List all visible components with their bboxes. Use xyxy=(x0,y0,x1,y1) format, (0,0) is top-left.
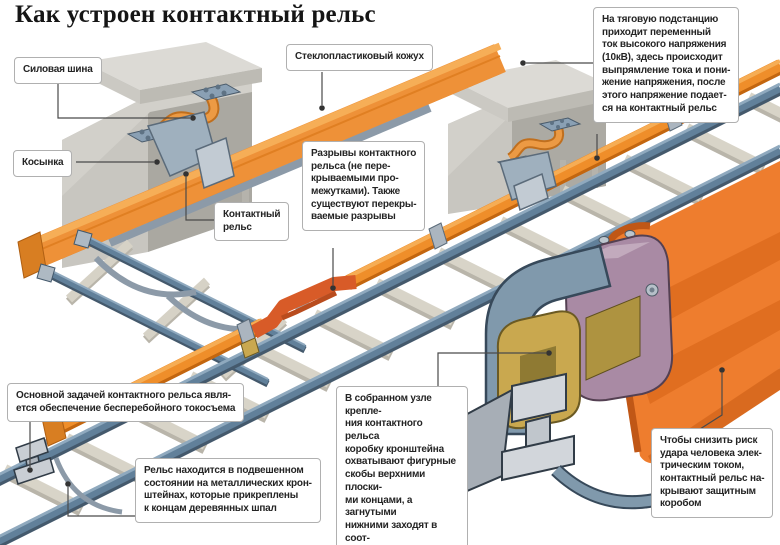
insulator-rear xyxy=(585,295,641,381)
power-bus-strap-b xyxy=(496,117,582,212)
rail-gap-bridge xyxy=(250,275,357,339)
page-title: Как устроен контактный рельс xyxy=(15,1,376,28)
gusset-bracket xyxy=(146,111,235,190)
label-fiberglass-cover: Стеклопластиковый кожух xyxy=(286,44,433,71)
leader-lines xyxy=(29,62,723,517)
sleepers xyxy=(2,92,780,512)
callout-main-task: Основной задачей контактного рельса явля… xyxy=(7,383,245,423)
steel-rail-profile xyxy=(501,372,575,482)
label-gusset: Косынка xyxy=(13,150,73,177)
callout-assembly-unit: В собранном узле крепле- ния контактного… xyxy=(336,386,468,545)
callout-suspension: Рельс находится в подвешенном состоянии … xyxy=(135,458,321,523)
leader-dots xyxy=(27,60,725,487)
label-power-bus: Силовая шина xyxy=(14,57,102,84)
callout-protective-cover: Чтобы снизить риск удара человека элек- … xyxy=(651,428,774,519)
callout-rail-gaps: Разрывы контактного рельса (не пере- кры… xyxy=(302,141,426,232)
callout-substation: На тяговую подстанцию приходит переменны… xyxy=(593,7,740,123)
label-contact-rail: Контактный рельс xyxy=(214,202,290,242)
